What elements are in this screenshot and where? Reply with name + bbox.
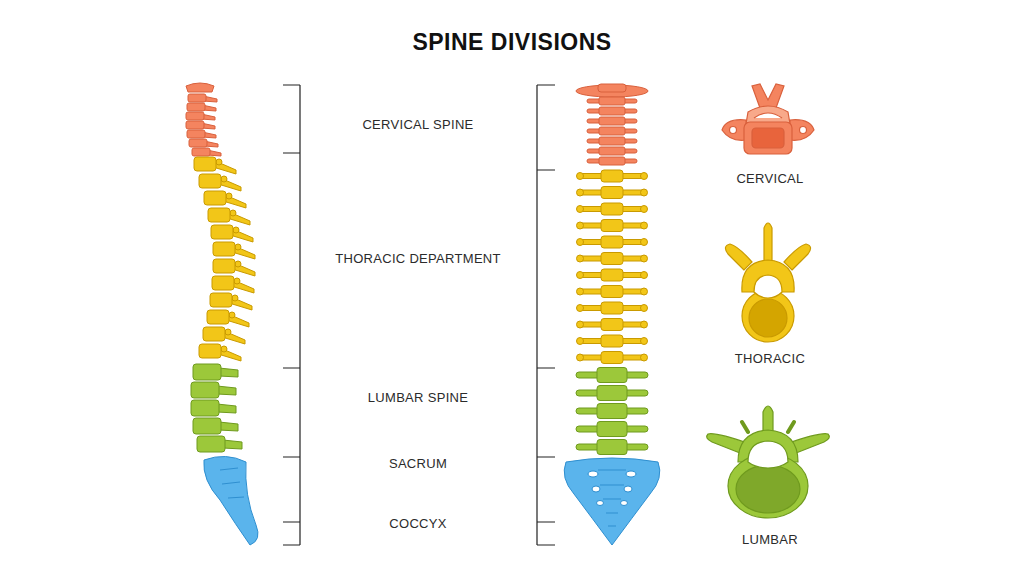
lumbar-vertebra (191, 400, 236, 416)
lumbar-vertebra (576, 440, 648, 455)
cervical-cross-section (722, 84, 814, 154)
thoracic-vertebra (212, 276, 254, 293)
thoracic-vertebra (213, 242, 255, 259)
thoracic-vertebra (211, 225, 253, 242)
division-bracket (283, 85, 300, 545)
frontal-spine (564, 84, 660, 545)
cervical-vertebra (587, 157, 637, 165)
thoracic-vertebra (577, 187, 648, 199)
thoracic-cross-section (725, 223, 810, 342)
thoracic-vertebra (577, 236, 648, 248)
division-label: LUMBAR SPINE (368, 390, 468, 405)
division-label: CERVICAL SPINE (362, 117, 473, 132)
cervical-vertebra (192, 148, 221, 156)
thoracic-vertebra (577, 319, 648, 331)
cervical-vertebra (587, 137, 637, 145)
thoracic-vertebra (577, 302, 648, 314)
thoracic-vertebra (208, 208, 250, 225)
thoracic-vertebra (577, 203, 648, 215)
cervical-vertebra (186, 121, 215, 129)
lumbar-vertebra (576, 368, 648, 383)
cervical-vertebra (187, 103, 216, 111)
thoracic-vertebra (577, 253, 648, 265)
division-label: SACRUM (389, 456, 447, 471)
cervical-vertebra (587, 147, 637, 155)
sacrum-lateral (204, 456, 258, 545)
cervical-vertebra (186, 112, 215, 120)
thoracic-vertebra (204, 191, 246, 208)
thoracic-vertebra (194, 157, 236, 174)
lumbar-vertebra (191, 382, 236, 398)
thoracic-vertebra (577, 286, 648, 298)
cervical-vertebra (587, 127, 637, 135)
lumbar-vertebra (193, 418, 238, 434)
vertebra-label: LUMBAR (742, 532, 798, 547)
thoracic-vertebra (213, 259, 255, 276)
cervical-vertebra (587, 97, 637, 105)
cervical-vertebra (587, 117, 637, 125)
thoracic-vertebra (207, 310, 249, 327)
thoracic-vertebra (199, 174, 241, 191)
lateral-spine (186, 83, 258, 545)
cervical-vertebra (187, 130, 216, 138)
sacrum-ridges (598, 470, 626, 526)
lumbar-cross-section (707, 406, 830, 518)
diagram-title: SPINE DIVISIONS (412, 29, 611, 56)
lumbar-vertebra (576, 386, 648, 401)
vertebra-label: THORACIC (735, 351, 805, 366)
vertebra-label: CERVICAL (736, 171, 803, 186)
thoracic-vertebra (577, 220, 648, 232)
thoracic-vertebra (577, 335, 648, 347)
sacrum-frontal (564, 458, 660, 545)
thoracic-vertebra (577, 352, 648, 364)
atlas-lateral (186, 83, 214, 92)
thoracic-vertebra (203, 327, 245, 344)
cervical-vertebra (188, 94, 217, 102)
cervical-vertebra (587, 107, 637, 115)
thoracic-vertebra (210, 293, 252, 310)
division-label: THORACIC DEPARTMENT (335, 251, 501, 266)
lumbar-vertebra (197, 436, 242, 452)
division-label: COCCYX (389, 516, 446, 531)
thoracic-vertebra (199, 344, 241, 361)
lumbar-vertebra (576, 422, 648, 437)
atlas-frontal (598, 84, 626, 92)
lumbar-vertebra (576, 404, 648, 419)
atlas-frontal (576, 85, 648, 97)
lumbar-vertebra (193, 364, 238, 380)
sacrum-ridges (220, 468, 244, 498)
thoracic-vertebra (577, 170, 648, 182)
cervical-vertebra (189, 139, 218, 147)
sacral-foramina (588, 471, 636, 506)
division-bracket (537, 85, 555, 545)
thoracic-vertebra (577, 269, 648, 281)
